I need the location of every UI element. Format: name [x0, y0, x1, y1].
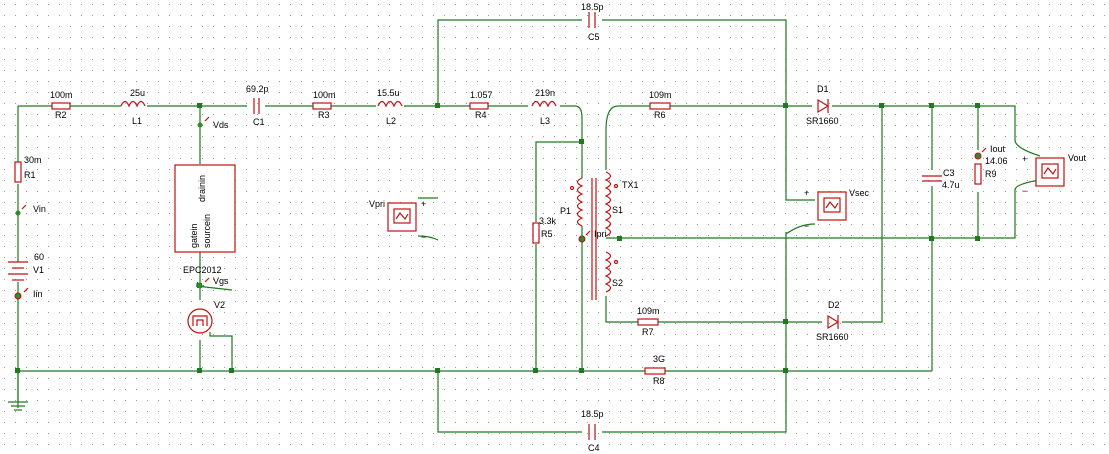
- c4-value: 18.5p: [581, 409, 604, 419]
- diode-d2[interactable]: D2 SR1660: [816, 300, 849, 342]
- vpri-plus: +: [421, 199, 426, 209]
- c3-name: C3: [943, 168, 955, 178]
- fet-source-pin: sourcein: [202, 214, 212, 248]
- probe-vgs[interactable]: Vgs: [197, 276, 230, 289]
- r2-value: 100m: [50, 90, 73, 100]
- r5-name: R5: [541, 229, 553, 239]
- resistor-r3[interactable]: 100m R3: [312, 90, 336, 120]
- c5-value: 18.5p: [581, 2, 604, 12]
- l1-name: L1: [132, 116, 142, 126]
- transformer-tx1[interactable]: P1 TX1 S1 S2: [560, 171, 639, 300]
- r9-value: 14.06: [985, 156, 1008, 166]
- c4-name: C4: [588, 443, 600, 453]
- r6-value: 109m: [649, 90, 672, 100]
- vsec-plus: +: [804, 188, 809, 198]
- vout-label: Vout: [1068, 153, 1087, 163]
- diode-d1[interactable]: D1 SR1660: [806, 84, 839, 126]
- r4-value: 1.057: [470, 90, 493, 100]
- r7-name: R7: [642, 327, 654, 337]
- probe-iout[interactable]: Iout: [974, 144, 1006, 160]
- resistor-r9[interactable]: 14.06 R9: [974, 156, 1008, 185]
- resistor-r8[interactable]: 3G R8: [644, 354, 666, 386]
- ipri-label: Ipri: [594, 229, 607, 239]
- capacitor-c5[interactable]: 18.5p C5: [581, 2, 604, 42]
- vpri-label: Vpri: [369, 199, 385, 209]
- r9-name: R9: [985, 169, 997, 179]
- junction-dots: [15, 103, 980, 373]
- pulse-source-v2[interactable]: V2: [187, 300, 225, 334]
- d2-name: D2: [828, 300, 840, 310]
- capacitor-c3[interactable]: C3 4.7u: [922, 168, 960, 190]
- vsec-label: Vsec: [849, 188, 870, 198]
- r8-value: 3G: [653, 354, 665, 364]
- c3-value: 4.7u: [942, 180, 960, 190]
- inductor-l1[interactable]: 25u L1: [120, 88, 146, 126]
- fet-model: EPC2012: [183, 265, 222, 275]
- l2-name: L2: [386, 116, 396, 126]
- resistor-r6[interactable]: 109m R6: [649, 90, 672, 120]
- resistor-r4[interactable]: 1.057 R4: [469, 90, 493, 120]
- probe-vpri[interactable]: Vpri + −: [369, 199, 426, 242]
- vout-minus: −: [1022, 186, 1027, 196]
- r1-value: 30m: [24, 155, 42, 165]
- probe-vin[interactable]: Vin: [15, 204, 46, 216]
- vgs-label: Vgs: [213, 276, 229, 286]
- resistor-r7[interactable]: 109m R7: [637, 306, 660, 337]
- c5-name: C5: [588, 32, 600, 42]
- capacitor-c4[interactable]: 18.5p C4: [581, 409, 604, 453]
- vin-label: Vin: [33, 204, 46, 214]
- tx1-s1-label: S1: [612, 205, 623, 215]
- l3-value: 219n: [535, 88, 555, 98]
- tx1-name: TX1: [622, 180, 639, 190]
- l2-value: 15.5u: [377, 88, 400, 98]
- probe-iin[interactable]: Iin: [14, 287, 43, 300]
- vsec-minus: −: [804, 221, 809, 231]
- iout-label: Iout: [990, 144, 1006, 154]
- c1-name: C1: [253, 117, 265, 127]
- l1-value: 25u: [130, 88, 145, 98]
- vout-plus: +: [1022, 154, 1027, 164]
- probe-vsec[interactable]: Vsec + −: [804, 188, 870, 231]
- vpri-minus: −: [421, 232, 426, 242]
- c1-value: 69.2p: [246, 84, 269, 94]
- resistor-r5[interactable]: 3.3k R5: [532, 216, 557, 244]
- resistor-r1[interactable]: 30m R1: [14, 155, 42, 183]
- fet-gate-pin: gatein: [189, 223, 199, 248]
- r4-name: R4: [475, 110, 487, 120]
- probe-vout[interactable]: Vout + −: [1022, 153, 1087, 196]
- resistor-r2[interactable]: 100m R2: [50, 90, 73, 120]
- vds-label: Vds: [213, 120, 229, 130]
- d2-model: SR1660: [816, 332, 849, 342]
- tx1-primary-label: P1: [560, 206, 571, 216]
- v1-name: V1: [33, 265, 44, 275]
- probe-vds[interactable]: Vds: [197, 116, 230, 130]
- r7-value: 109m: [637, 306, 660, 316]
- r3-name: R3: [318, 110, 330, 120]
- r1-name: R1: [24, 170, 36, 180]
- iin-label: Iin: [33, 289, 43, 299]
- r8-name: R8: [653, 376, 665, 386]
- inductor-l3[interactable]: 219n L3: [531, 88, 557, 126]
- ground-symbol: [8, 401, 28, 411]
- v2-name: V2: [214, 300, 225, 310]
- d1-model: SR1660: [806, 116, 839, 126]
- l3-name: L3: [540, 116, 550, 126]
- v1-value: 60: [34, 252, 44, 262]
- r6-name: R6: [654, 110, 666, 120]
- inductor-l2[interactable]: 15.5u L2: [377, 88, 403, 126]
- r5-value: 3.3k: [539, 216, 557, 226]
- capacitor-c1[interactable]: 69.2p C1: [246, 84, 269, 127]
- r3-value: 100m: [313, 90, 336, 100]
- wires: [17, 19, 1041, 433]
- dc-source-v1[interactable]: 60 V1: [8, 252, 44, 281]
- tx1-s2-label: S2: [612, 278, 623, 288]
- probe-ipri[interactable]: Ipri: [578, 229, 607, 243]
- r2-name: R2: [55, 110, 67, 120]
- d1-name: D1: [817, 84, 829, 94]
- fet-drain-pin: drainin: [197, 175, 207, 202]
- fet-epc2012[interactable]: drainin gatein sourcein EPC2012: [174, 164, 236, 275]
